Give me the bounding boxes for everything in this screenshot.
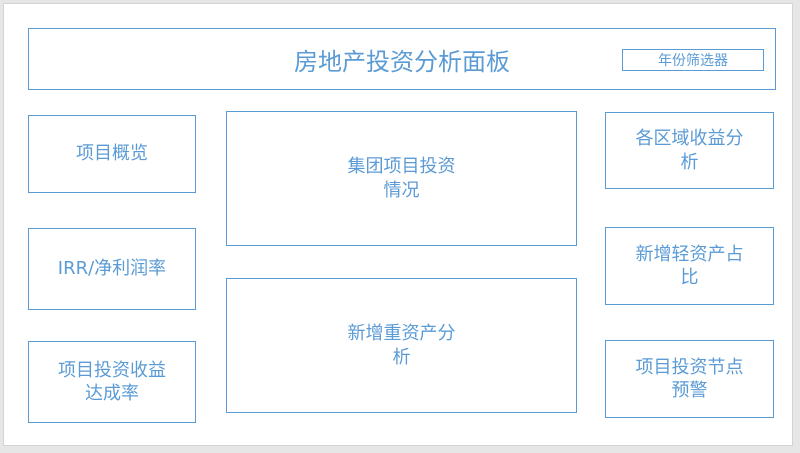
year-filter-button[interactable]: 年份筛选器 — [622, 49, 764, 71]
label-line: 项目投资节点 — [635, 356, 744, 378]
label-line: 新增重资产分 — [347, 323, 456, 345]
label-line: 各区域收益分 — [635, 128, 744, 150]
dashboard-canvas: 房地产投资分析面板 年份筛选器 项目概览 IRR/净利润率 项目投资收益 达成率… — [3, 3, 793, 446]
panel-project-return-rate-label: 项目投资收益 达成率 — [58, 359, 166, 406]
panel-project-return-rate[interactable]: 项目投资收益 达成率 — [28, 341, 196, 423]
dashboard-title: 房地产投资分析面板 — [294, 47, 510, 76]
dashboard-header: 房地产投资分析面板 年份筛选器 — [28, 28, 776, 90]
label-line: 析 — [680, 151, 699, 173]
label-line: 集团项目投资 — [347, 156, 456, 178]
panel-milestone-warning[interactable]: 项目投资节点 预警 — [605, 340, 774, 418]
panel-group-investment[interactable]: 集团项目投资 情况 — [226, 111, 577, 246]
label-line: 情况 — [383, 179, 420, 201]
label-line: 项目投资收益 — [58, 359, 166, 381]
panel-irr-net-profit[interactable]: IRR/净利润率 — [28, 228, 196, 310]
panel-irr-net-profit-label: IRR/净利润率 — [57, 258, 167, 280]
panel-new-light-asset-label: 新增轻资产占 比 — [636, 243, 744, 290]
panel-new-light-asset[interactable]: 新增轻资产占 比 — [605, 227, 774, 305]
label-line: 新增轻资产占 — [635, 243, 744, 265]
panel-new-heavy-asset-label: 新增重资产分 析 — [348, 322, 456, 369]
panel-new-heavy-asset[interactable]: 新增重资产分 析 — [226, 278, 577, 413]
panel-project-overview-label: 项目概览 — [76, 143, 148, 165]
panel-milestone-warning-label: 项目投资节点 预警 — [636, 356, 744, 403]
panel-regional-revenue-label: 各区域收益分 析 — [636, 127, 744, 174]
panel-regional-revenue[interactable]: 各区域收益分 析 — [605, 112, 774, 189]
panel-project-overview[interactable]: 项目概览 — [28, 115, 196, 193]
panel-group-investment-label: 集团项目投资 情况 — [348, 155, 456, 202]
label-line: 预警 — [671, 380, 708, 401]
label-line: 比 — [680, 267, 699, 288]
label-line: 达成率 — [85, 383, 139, 404]
label-line: 析 — [392, 346, 411, 368]
